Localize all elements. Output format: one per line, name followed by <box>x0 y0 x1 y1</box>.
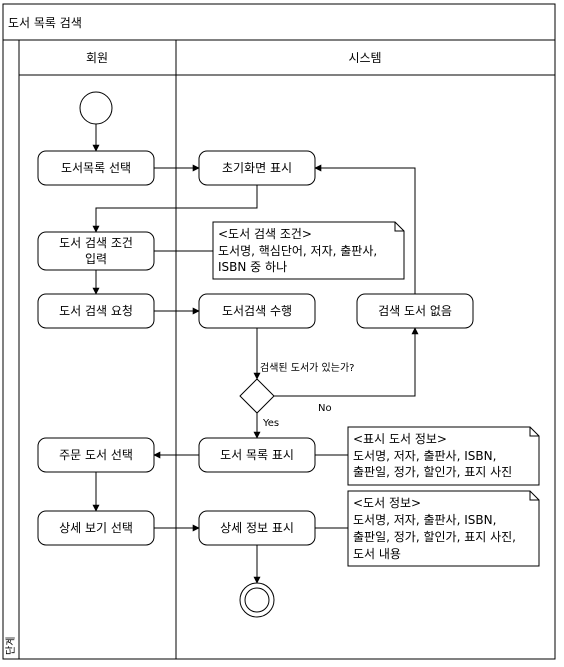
note-search-conditions <box>212 221 405 280</box>
action-show-list-label: 도서 목록 표시 <box>220 448 294 462</box>
side-band-label: 단계 <box>5 637 17 655</box>
note-book-info-line4: 도서 내용 <box>353 547 401 561</box>
start-node <box>79 91 113 125</box>
action-input-conditions-line2: 입력 <box>85 252 107 266</box>
decision-yes-label: Yes <box>262 418 279 429</box>
edge-initial-to-input <box>92 185 258 233</box>
note-book-info <box>347 490 540 567</box>
action-initial-screen-label: 초기화면 표시 <box>222 161 292 175</box>
note-display-info-line2: 도서명, 저자, 출판사, ISBN, <box>353 449 496 463</box>
note-book-info-line1: <도서 정보> <box>353 496 421 510</box>
lane-system-label: 시스템 <box>348 51 381 65</box>
action-perform-search-label: 도서검색 수행 <box>222 303 292 318</box>
note-book-info-fold <box>529 491 539 501</box>
action-input-conditions-line1: 도서 검색 조건 <box>59 236 133 250</box>
action-show-detail-label: 상세 정보 표시 <box>220 521 294 535</box>
note-search-conditions-line1: <도서 검색 조건> <box>218 227 312 241</box>
edge-no-result-to-initial <box>314 164 416 294</box>
action-no-result-label: 검색 도서 없음 <box>378 304 452 318</box>
note-display-info-fold <box>529 427 539 437</box>
diagram-title: 도서 목록 검색 <box>8 16 82 30</box>
action-order-select-label: 주문 도서 선택 <box>59 448 133 462</box>
action-select-book-list-label: 도서목록 선택 <box>61 161 131 175</box>
note-book-info-line2: 도서명, 저자, 출판사, ISBN, <box>353 513 496 527</box>
lane-member-label: 회원 <box>86 51 108 65</box>
action-search-request-label: 도서 검색 요청 <box>59 304 133 318</box>
note-search-conditions-line3: ISBN 중 하나 <box>218 260 287 274</box>
decision-question: 검색된 도서가 있는가? <box>260 362 354 374</box>
note-display-info-line3: 출판일, 정가, 할인가, 표지 사진 <box>353 465 512 479</box>
edge-decision-no <box>274 327 419 397</box>
note-display-info <box>347 426 540 486</box>
note-display-info-line1: <표시 도서 정보> <box>353 432 447 446</box>
decision-no-label: No <box>318 403 332 414</box>
note-search-conditions-fold <box>394 222 404 232</box>
end-node-inner <box>244 587 270 613</box>
note-search-conditions-line2: 도서명, 핵심단어, 저자, 출판사, <box>218 244 377 258</box>
action-detail-select-label: 상세 보기 선택 <box>59 521 133 535</box>
note-book-info-line3: 출판일, 정가, 할인가, 표지 사진, <box>353 530 516 544</box>
